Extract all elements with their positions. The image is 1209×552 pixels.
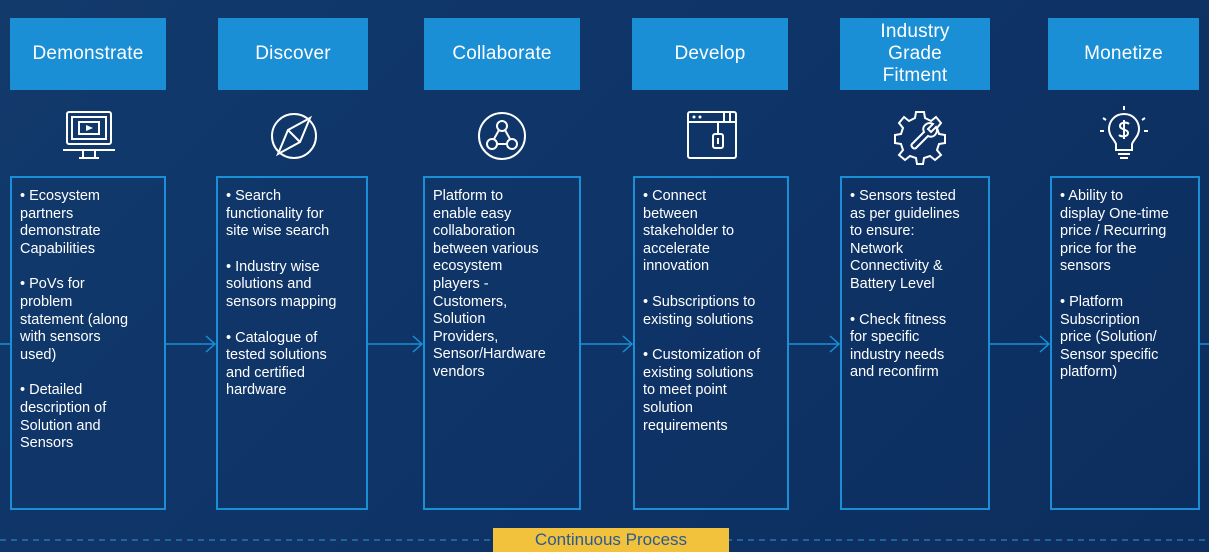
stage-title-demonstrate: Demonstrate <box>32 43 144 64</box>
card-item: • Subscriptions to existing solutions <box>643 293 756 328</box>
network-nodes-icon <box>472 106 532 166</box>
continuous-process-label: Continuous Process <box>493 528 729 552</box>
card-item: • Detailed description of Solution and S… <box>20 382 107 452</box>
stage-card-collaborate: Platform to enable easy collaboration be… <box>423 176 581 510</box>
card-item: • Ability to display One-time price / Re… <box>1060 188 1169 275</box>
card-item: • Catalogue of tested solutions and cert… <box>226 329 327 399</box>
stage-title-develop: Develop <box>674 43 746 64</box>
card-item: Platform to enable easy collaboration be… <box>433 188 546 380</box>
stage-header-industry-grade-fitment: Industry Grade Fitment <box>840 18 990 90</box>
card-item: • Search functionality for site wise sea… <box>226 188 330 240</box>
card-item: • Customization of existing solutions to… <box>643 347 761 434</box>
stage-title-discover: Discover <box>255 43 331 64</box>
stage-header-collaborate: Collaborate <box>424 18 580 90</box>
browser-code-icon <box>682 106 742 166</box>
stage-title-collaborate: Collaborate <box>452 43 552 64</box>
arrow-2 <box>368 335 424 353</box>
card-item: • Connect between stakeholder to acceler… <box>643 188 735 275</box>
card-item: • Platform Subscription price (Solution/… <box>1060 293 1159 381</box>
stage-title-industry-grade-fitment: Industry Grade Fitment <box>880 21 950 86</box>
monitor-play-icon <box>59 106 119 166</box>
compass-icon <box>264 106 324 166</box>
arrow-4 <box>789 335 841 353</box>
stage-card-demonstrate: • Ecosystem partners demonstrate Capabil… <box>10 176 166 510</box>
stage-title-monetize: Monetize <box>1084 43 1163 64</box>
stage-header-demonstrate: Demonstrate <box>10 18 166 90</box>
arrow-3 <box>581 335 634 353</box>
lightbulb-dollar-icon <box>1094 104 1154 164</box>
stage-card-industry-grade-fitment: • Sensors tested as per guidelines to en… <box>840 176 990 510</box>
arrow-5 <box>990 335 1051 353</box>
gear-wrench-icon <box>890 106 950 166</box>
stage-header-develop: Develop <box>632 18 788 90</box>
card-item: • PoVs for problem statement (along with… <box>20 276 129 363</box>
arrow-1 <box>166 335 217 353</box>
stage-card-discover: • Search functionality for site wise sea… <box>216 176 368 510</box>
card-item: • Ecosystem partners demonstrate Capabil… <box>20 188 101 257</box>
stage-header-monetize: Monetize <box>1048 18 1199 90</box>
card-item: • Sensors tested as per guidelines to en… <box>850 188 960 292</box>
stage-header-discover: Discover <box>218 18 368 90</box>
stage-card-develop: • Connect between stakeholder to acceler… <box>633 176 789 510</box>
stage-card-monetize: • Ability to display One-time price / Re… <box>1050 176 1200 510</box>
card-item: • Check fitness for specific industry ne… <box>850 311 947 381</box>
card-item: • Industry wise solutions and sensors ma… <box>226 258 337 310</box>
